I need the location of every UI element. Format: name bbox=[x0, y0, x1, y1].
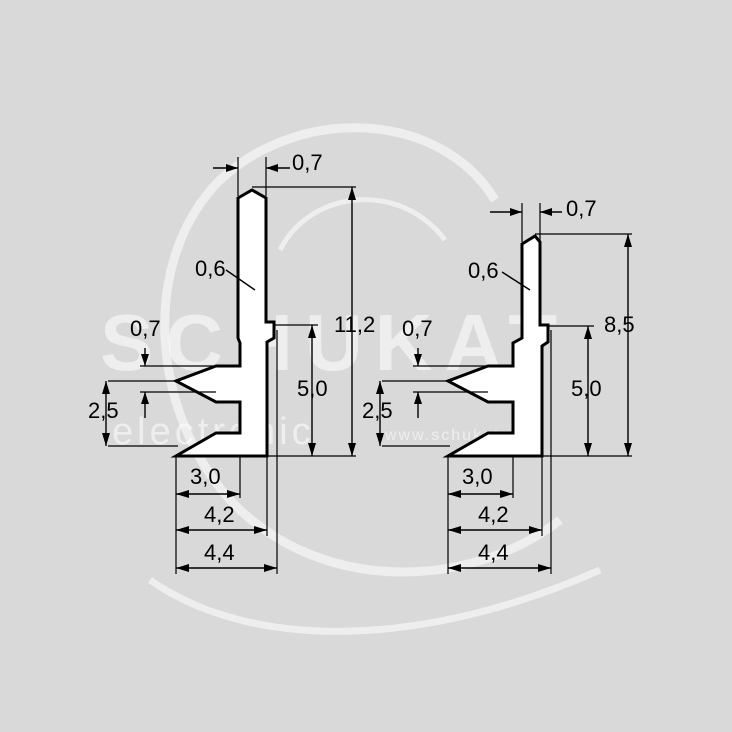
left-dim-foot-gap: 0,7 bbox=[130, 316, 161, 341]
left-dim-total-height: 11,2 bbox=[334, 312, 375, 337]
left-dim-width-c: 4,4 bbox=[204, 540, 235, 565]
left-dim-tip-width: 0,7 bbox=[292, 150, 323, 175]
left-dimension-lines bbox=[102, 164, 356, 572]
right-dimension-lines bbox=[376, 208, 632, 572]
right-extension-lines bbox=[382, 203, 632, 574]
right-part: 0,7 0,6 8,5 5,0 0,7 2,5 3,0 4,2 4,4 bbox=[362, 196, 635, 574]
right-dimension-labels: 0,7 0,6 8,5 5,0 0,7 2,5 3,0 4,2 4,4 bbox=[362, 196, 635, 565]
watermark-logo-arc bbox=[160, 123, 563, 577]
right-dim-tip-width: 0,7 bbox=[566, 196, 597, 221]
left-extension-lines bbox=[108, 157, 356, 574]
right-dim-foot-gap: 0,7 bbox=[402, 316, 433, 341]
left-part-outline bbox=[170, 188, 276, 458]
right-dim-total-height: 8,5 bbox=[604, 312, 635, 337]
right-dim-width-b: 4,2 bbox=[478, 502, 509, 527]
left-dim-width-a: 3,0 bbox=[190, 464, 221, 489]
left-dim-width-b: 4,2 bbox=[204, 502, 235, 527]
right-dim-foot-spacing: 2,5 bbox=[362, 398, 393, 423]
left-dimension-labels: 0,7 0,6 11,2 5,0 0,7 2,5 3,0 4,2 4,4 bbox=[88, 150, 375, 565]
left-dim-foot-spacing: 2,5 bbox=[88, 398, 119, 423]
watermark-logo-lower-curve bbox=[147, 566, 602, 635]
right-dim-width-c: 4,4 bbox=[478, 540, 509, 565]
left-dim-upper-height: 5,0 bbox=[297, 376, 328, 401]
left-part: 0,7 0,6 11,2 5,0 0,7 2,5 3,0 4,2 4,4 bbox=[88, 150, 375, 574]
right-part-outline bbox=[442, 234, 550, 458]
right-dim-width-a: 3,0 bbox=[462, 464, 493, 489]
left-dim-pin-width: 0,6 bbox=[195, 256, 226, 281]
watermark-logo-inner-arc bbox=[277, 197, 447, 252]
right-dim-upper-height: 5,0 bbox=[571, 376, 602, 401]
right-dim-pin-width: 0,6 bbox=[468, 258, 499, 283]
